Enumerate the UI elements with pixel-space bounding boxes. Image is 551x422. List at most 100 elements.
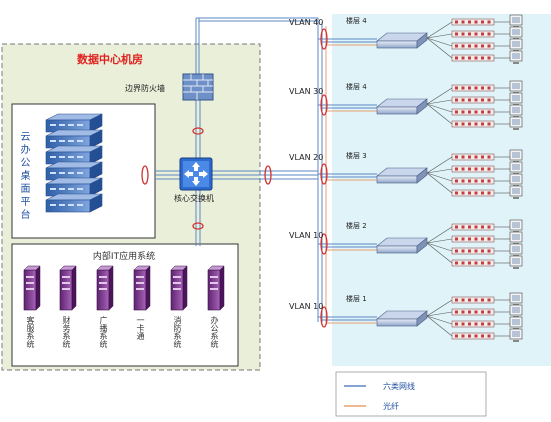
floor-label: 楼层 3 [346,151,367,160]
computer-icon [509,328,523,342]
access-switch-icon [451,177,495,185]
access-switch-icon [451,120,495,128]
access-switch-icon [451,18,495,26]
vlan-label: VLAN 40 [289,18,323,27]
floor-switch-icon [376,237,428,254]
app-servers [23,265,225,311]
trunk-cables [317,18,327,322]
access-link [426,242,453,252]
access-switch-icon [451,54,495,62]
access-link [426,172,453,194]
access-link [426,156,453,174]
vlan-label: VLAN 20 [289,153,323,162]
access-link [426,103,453,113]
access-switch-icon [451,332,495,340]
rack-server-icon [45,177,103,197]
app-server-label: 一卡通 [136,316,145,340]
floor-group: VLAN 30 楼层 4 [289,80,523,130]
vlan-label: VLAN 10 [289,302,323,311]
app-server-icon [23,265,41,311]
app-server-icon [170,265,188,311]
floor-label: 楼层 4 [346,16,367,25]
access-switch-icon [451,259,495,267]
access-switch-icon [451,320,495,328]
access-link [426,168,453,174]
fiber-rings [141,28,328,328]
floor-label: 楼层 2 [346,221,367,230]
rack-server-icon [45,113,103,133]
legend-box [335,371,487,417]
internal-apps-title: 内部IT应用系统 [93,250,155,262]
access-switch-icon [451,30,495,38]
app-server-label: 办公系统 [210,316,219,348]
app-server-label: 财务系统 [62,316,71,348]
access-switch-icon [451,165,495,173]
legend-label: 光纤 [383,401,399,411]
computer-icon [509,50,523,64]
rack-server-icon [45,145,103,165]
app-server-label: 消防系统 [173,316,182,348]
app-server-icon [96,265,114,311]
app-server-icon [133,265,151,311]
computer-icon [509,185,523,199]
access-link [426,103,453,125]
floor-groups: VLAN 40 楼层 4 VLAN 30 楼层 4 VLAN 20 楼层 3 VLAN 10… [289,14,523,342]
access-link [426,226,453,244]
legend-label: 六类网线 [383,381,415,391]
access-switch-icon [451,42,495,50]
firewall-label: 边界防火墙 [125,83,165,93]
access-link [426,315,453,325]
floor-switch-icon [376,310,428,327]
floor-group: VLAN 10 楼层 1 [289,292,523,342]
app-server-label: 客服系统 [26,316,35,348]
access-link [426,315,453,337]
access-switch-icon [451,223,495,231]
rack-server-icon [45,193,103,213]
vlan-label: VLAN 10 [289,231,323,240]
vlan-label: VLAN 30 [289,87,323,96]
floor-group: VLAN 10 楼层 2 [289,219,523,269]
access-switch-icon [451,247,495,255]
floor-label: 楼层 1 [346,294,367,303]
computer-icon [509,255,523,269]
access-switch-icon [451,189,495,197]
access-switch-icon [451,235,495,243]
access-switch-icon [451,108,495,116]
cloud-platform-label: 云办公桌面平台 [18,131,29,222]
app-server-label: 广播系统 [99,316,108,348]
app-server-icon [59,265,77,311]
floor-switch-icon [376,98,428,115]
floor-group: VLAN 20 楼层 3 [289,149,523,199]
floor-label: 楼层 4 [346,82,367,91]
app-server-icon [207,265,225,311]
access-switch-icon [451,296,495,304]
rack-server-icon [45,129,103,149]
floor-links [318,38,377,324]
access-switch-icon [451,96,495,104]
access-link [426,37,453,59]
access-link [426,172,453,182]
computer-icon [509,116,523,130]
access-switch-icon [451,84,495,92]
access-switch-icon [451,153,495,161]
core-switch-label: 核心交换机 [174,193,214,203]
access-link [426,37,453,47]
floor-switch-icon [376,32,428,49]
access-switch-icon [451,308,495,316]
core-switch-icon [179,157,213,191]
access-link [426,242,453,264]
firewall-icon [182,73,214,101]
access-link [426,87,453,105]
rack-server-icon [45,161,103,181]
floor-switch-icon [376,167,428,184]
access-link [426,299,453,317]
access-link [426,99,453,105]
access-link [426,311,453,317]
access-link [426,238,453,244]
server-rack-stack [45,113,103,213]
internal-apps-box [11,243,239,367]
access-link [426,33,453,39]
